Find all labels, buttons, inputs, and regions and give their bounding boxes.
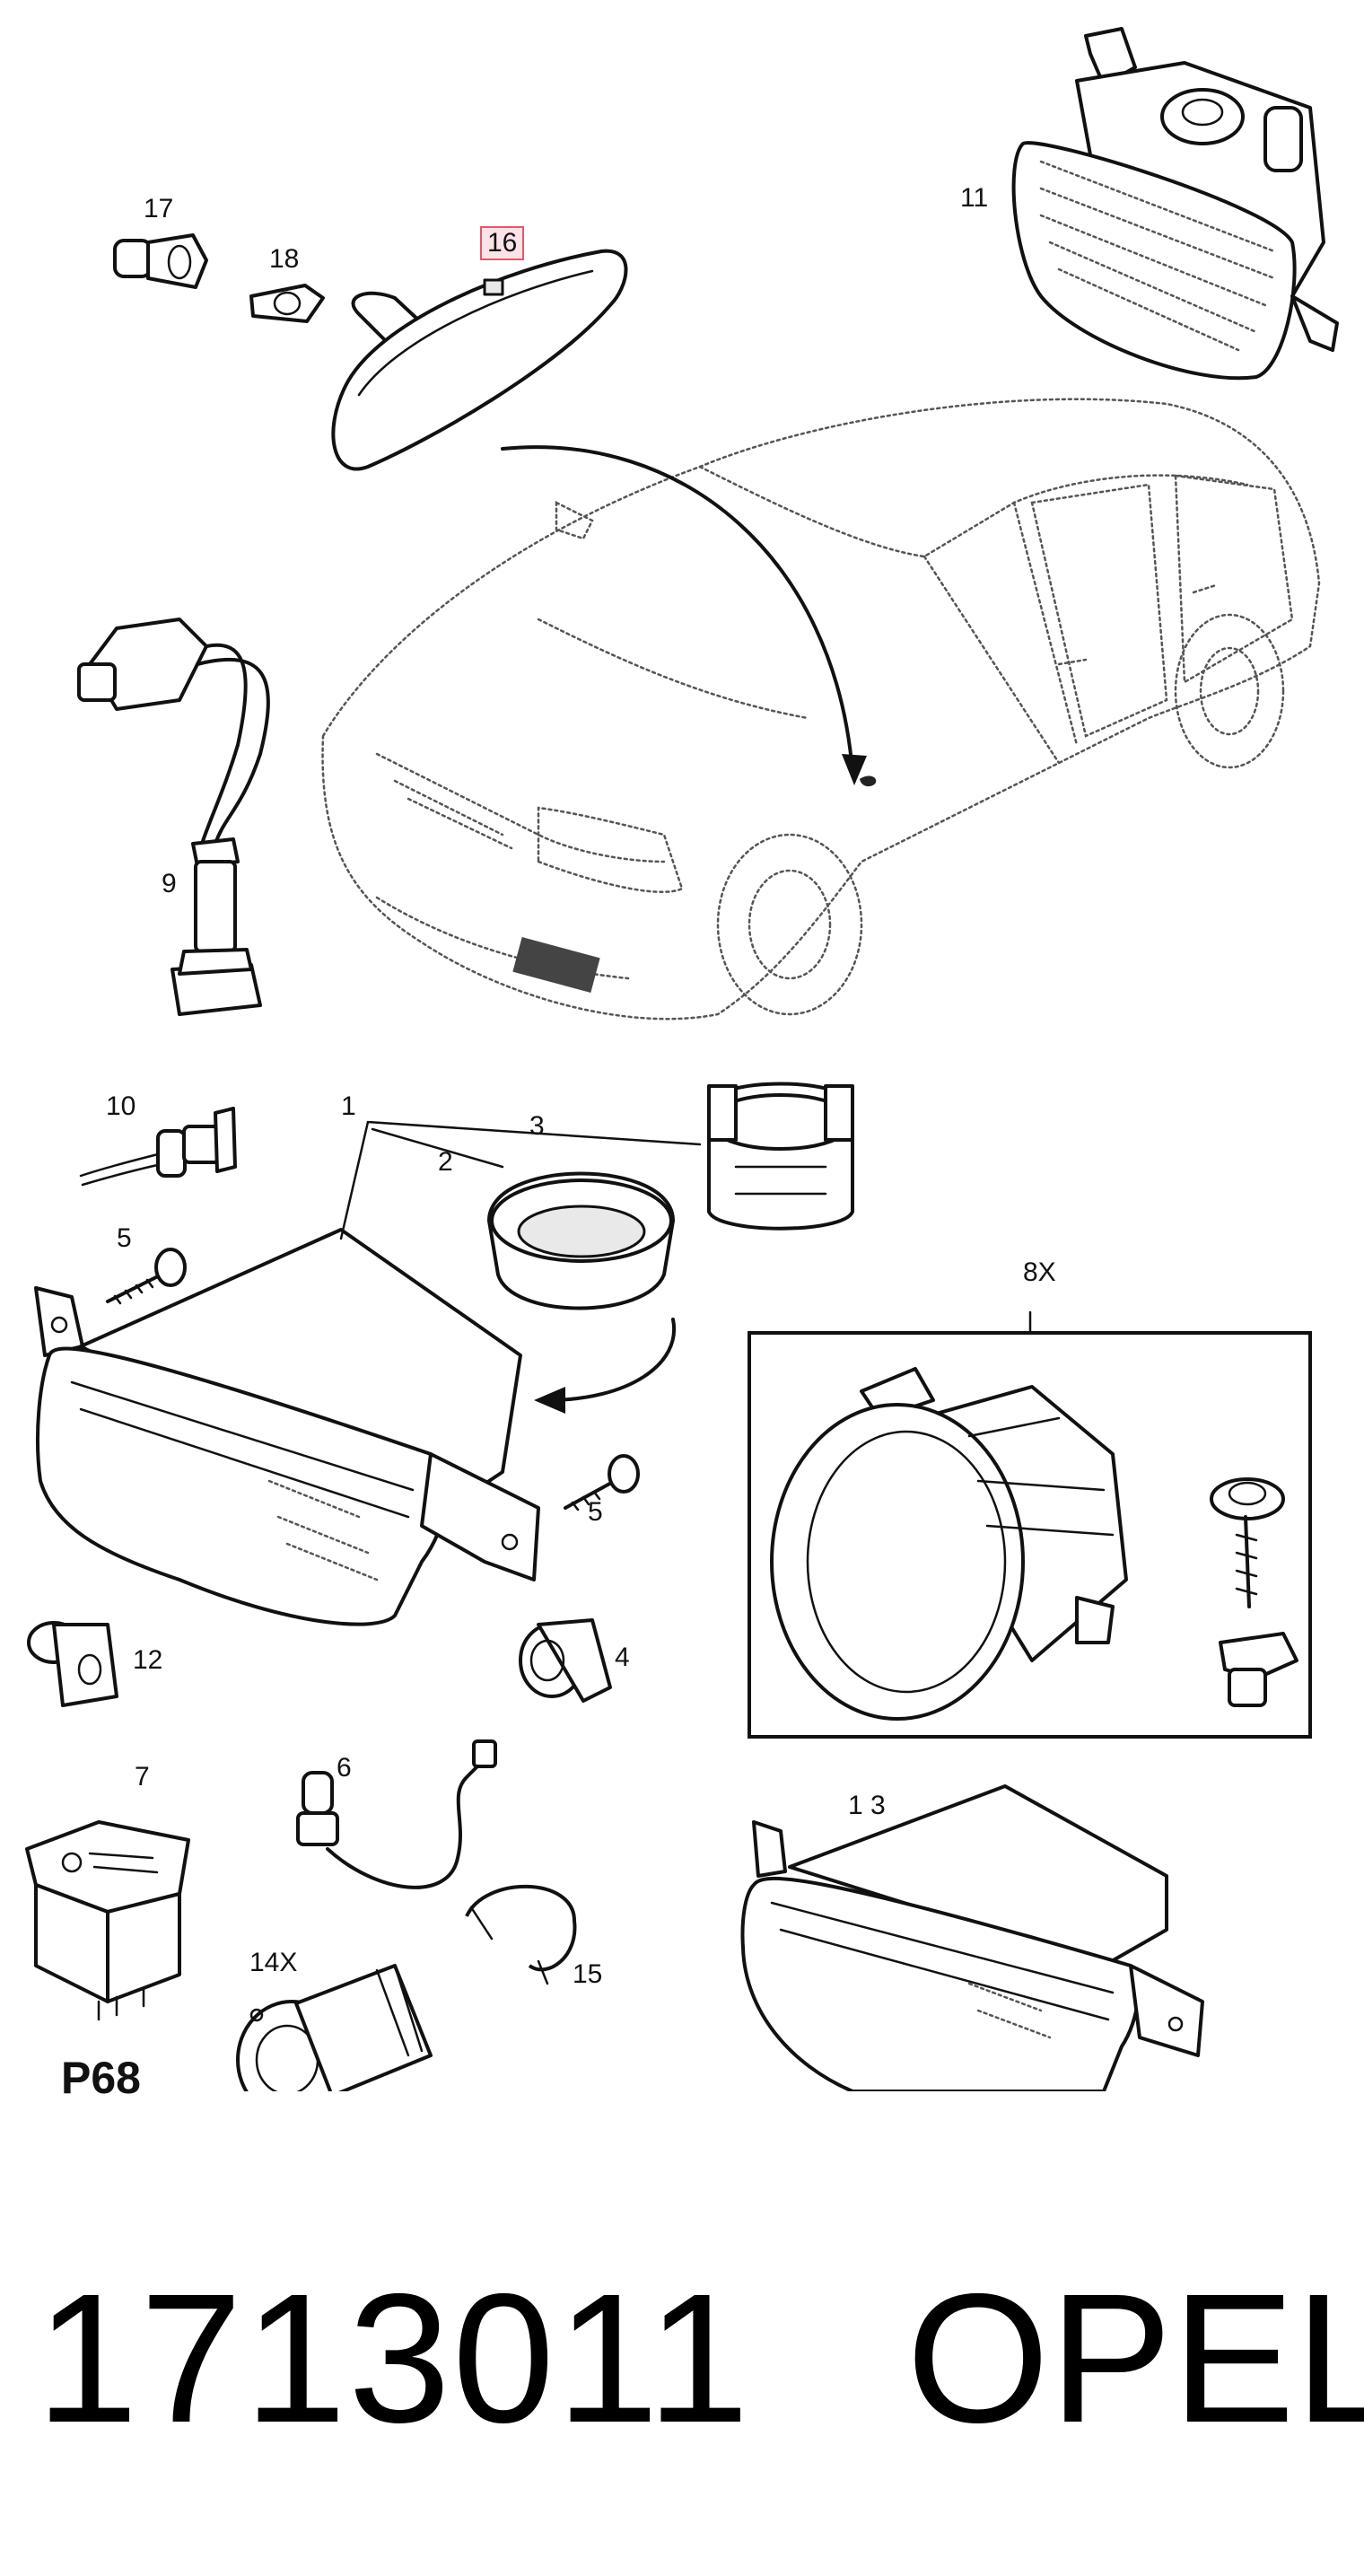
arrow-cap-to-lamp <box>546 1318 677 1402</box>
part-11-fog-lamp <box>1011 27 1339 381</box>
parts-diagram <box>25 27 1339 2091</box>
callout-7: 7 <box>135 1762 150 1792</box>
leader-lines-1-2-3 <box>339 1120 702 1240</box>
part-8x-round-fog-lamp <box>770 1367 1128 1721</box>
callout-18: 18 <box>269 244 300 274</box>
callout-1: 1 <box>341 1091 356 1121</box>
callout-8x: 8X <box>1023 1257 1056 1287</box>
callout-4: 4 <box>615 1643 630 1672</box>
part-10-bulb <box>79 1107 237 1187</box>
callout-5-lower: 5 <box>588 1497 603 1527</box>
part-16-side-repeater <box>331 249 628 471</box>
part-18-wedge-bulb <box>249 284 325 323</box>
part-12-plug <box>27 1621 118 1707</box>
callout-15: 15 <box>573 1959 603 1989</box>
arrowhead-16 <box>842 754 867 785</box>
part-2-cap <box>487 1171 675 1310</box>
callout-11: 11 <box>960 183 989 213</box>
callout-3: 3 <box>529 1111 545 1141</box>
part-4-socket <box>519 1618 612 1703</box>
part-6-bulb-lead <box>296 1739 497 1889</box>
part-7-relay <box>25 1820 190 2021</box>
callout-10: 10 <box>106 1091 136 1121</box>
part-8x-clip-nut <box>1219 1632 1298 1707</box>
part-8x-screw <box>1210 1477 1285 1608</box>
callout-2: 2 <box>438 1147 453 1177</box>
part-3-retaining-clip <box>707 1082 854 1231</box>
part-5-screw-upper <box>106 1248 187 1305</box>
part-13-fog-lamp <box>740 1784 1204 2091</box>
callout-9: 9 <box>162 869 177 898</box>
car-illustration <box>321 398 1321 1021</box>
page-reference: P68 <box>61 2053 141 2103</box>
callout-13: 1 3 <box>848 1791 886 1820</box>
callout-14x: 14X <box>249 1948 298 1977</box>
callout-12: 12 <box>133 1645 163 1675</box>
arrowhead-cap <box>534 1387 565 1414</box>
part-14x-projector-lamp <box>236 1964 433 2091</box>
part-1-fog-lamp-assembly <box>34 1228 540 1626</box>
part-number: 1713011 <box>36 2256 751 2461</box>
part-5-screw-lower <box>564 1454 640 1511</box>
part-9-wiring-harness <box>77 618 270 1016</box>
brand-name: OPEL <box>906 2256 1364 2461</box>
callout-6: 6 <box>337 1753 352 1783</box>
part-15-clip <box>465 1884 577 1985</box>
callout-5-upper: 5 <box>117 1223 132 1253</box>
arrow-16-to-car <box>501 445 854 774</box>
callout-16-highlighted[interactable]: 16 <box>480 226 525 260</box>
callout-17: 17 <box>144 194 174 223</box>
part-17-bulb-socket <box>113 233 208 289</box>
